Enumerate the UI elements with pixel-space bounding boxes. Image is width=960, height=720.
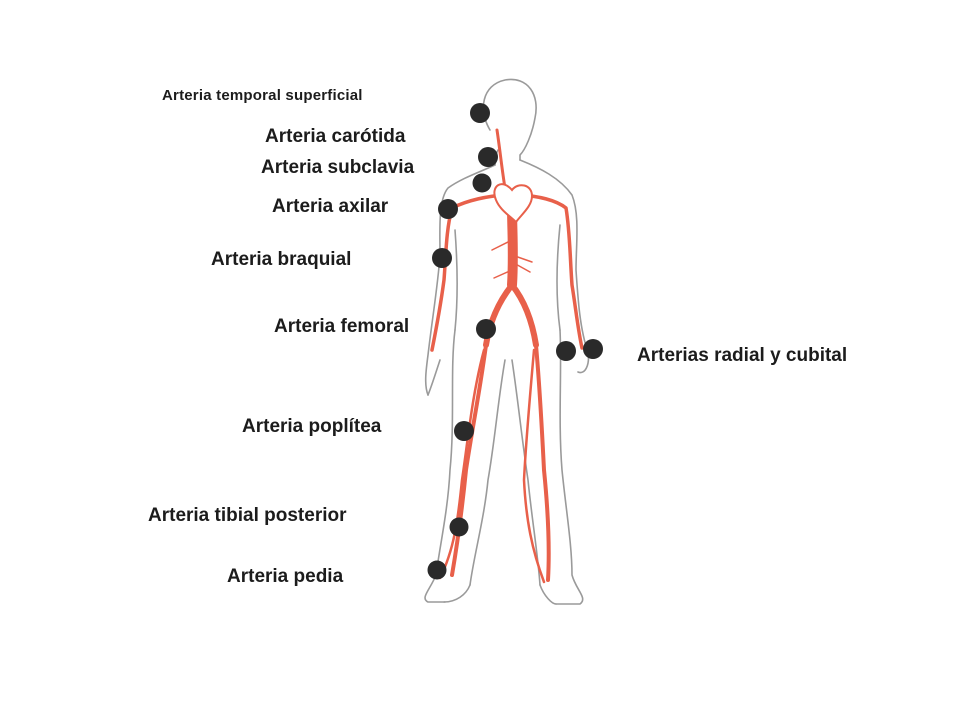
pulse-point-brachial [432,248,452,268]
label-temporal-artery: Arteria temporal superficial [162,87,363,104]
label-subclavian-artery: Arteria subclavia [261,157,415,178]
pulse-point-pedal [427,560,447,580]
label-femoral-artery: Arteria femoral [274,316,410,337]
heart [493,183,534,224]
pulse-point-subclavian [472,173,492,193]
pulse-point-axillary [438,199,458,219]
label-brachial-artery: Arteria braquial [211,249,352,270]
label-popliteal-artery: Arteria poplítea [242,416,382,437]
label-pedal-artery: Arteria pedia [227,566,344,587]
label-carotid-artery: Arteria carótida [265,126,406,147]
pulse-points [427,103,603,580]
label-posterior-tibial-artery: Arteria tibial posterior [148,505,347,526]
pulse-point-popliteal [454,421,474,441]
pulse-point-femoral [476,319,496,339]
pulse-point-temporal [470,103,490,123]
body-outline [424,78,590,605]
label-axillary-artery: Arteria axilar [272,196,389,217]
pulse-point-radial [556,341,576,361]
label-radial-ulnar-arteries: Arterias radial y cubital [637,345,848,366]
pulse-point-tibial [449,517,469,537]
pulse-point-ulnar [583,339,603,359]
pulse-point-carotid [478,147,498,167]
